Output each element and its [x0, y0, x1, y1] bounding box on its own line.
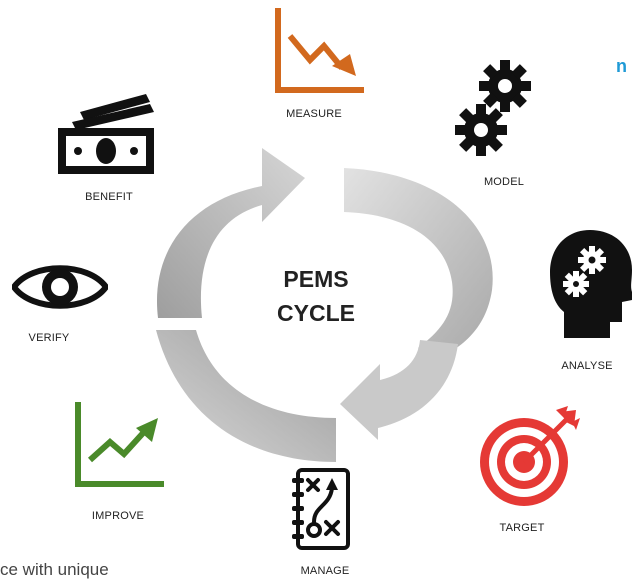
arrow-lower-right	[340, 340, 458, 440]
arrow-right	[344, 168, 493, 362]
step-label-verify: VERIFY	[28, 332, 70, 344]
cycle-title-line-2: CYCLE	[277, 300, 355, 326]
step-label-improve: IMPROVE	[91, 510, 145, 522]
head-gears-icon	[550, 230, 632, 338]
eye-icon	[12, 265, 108, 309]
gears-icon	[455, 60, 531, 156]
step-label-manage: MANAGE	[300, 565, 350, 577]
heading-fragment: n	[616, 56, 627, 76]
target-icon	[480, 406, 580, 506]
step-label-benefit: BENEFIT	[85, 191, 133, 203]
arrow-upper-left	[156, 148, 305, 318]
playbook-icon	[292, 468, 350, 550]
step-label-target: TARGET	[499, 522, 545, 534]
step-label-measure: MEASURE	[286, 108, 342, 120]
step-label-model: MODEL	[483, 176, 525, 188]
step-label-analyse: ANALYSE	[561, 360, 613, 372]
arrow-lower-left	[156, 330, 336, 462]
rising-chart-icon	[75, 402, 164, 487]
cycle-title-line-1: PEMS	[283, 266, 349, 292]
declining-chart-icon	[275, 8, 364, 93]
body-text-fragment: ce with unique	[0, 560, 109, 579]
money-icon	[58, 94, 154, 174]
cycle-title: PEMS CYCLE	[250, 262, 382, 330]
